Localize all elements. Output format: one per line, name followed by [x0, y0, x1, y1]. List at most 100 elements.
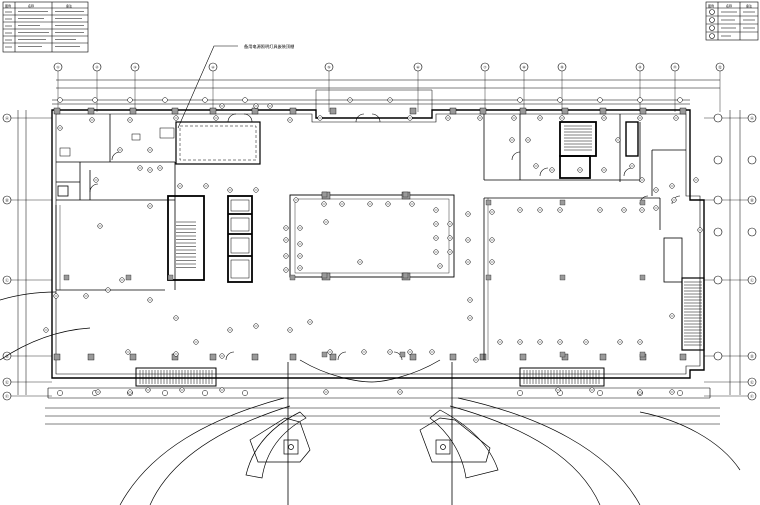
- light-fixture: [357, 259, 363, 265]
- column-post: [449, 107, 457, 115]
- axis-label-left: Ⓓ: [5, 353, 9, 358]
- light-fixture: [673, 115, 679, 121]
- light-fixture: [671, 197, 677, 203]
- light-fixture: [83, 293, 89, 299]
- colonnade-post: [202, 97, 208, 396]
- axis-bubble-right-inner: [713, 195, 723, 205]
- column-post: [599, 107, 607, 115]
- light-fixture: [669, 389, 675, 395]
- colonnade-top: [52, 99, 690, 105]
- legend-left-header-name: 名称: [28, 3, 34, 8]
- axis-label-right: Ⓓ: [750, 353, 754, 358]
- stair-core-left: [167, 195, 205, 281]
- light-fixture: [639, 177, 645, 183]
- light-fixture: [637, 389, 643, 395]
- light-fixture: [287, 117, 293, 123]
- axis-bubble-right: Ⓐ: [704, 113, 757, 123]
- axis-label-left: Ⓒ: [5, 277, 9, 282]
- light-fixture: [93, 177, 99, 183]
- ceiling-markers: [63, 191, 646, 358]
- axis-bubble-right: Ⓓ: [704, 351, 757, 361]
- axis-bubble-right: Ⓑ: [704, 195, 757, 205]
- column-post: [479, 353, 487, 361]
- axis-label-left: Ⓕ: [5, 393, 9, 398]
- light-fixture: [429, 349, 435, 355]
- light-fixture: [193, 339, 199, 345]
- light-fixture: [361, 349, 367, 355]
- stair-bottom-left-treads: [139, 370, 213, 384]
- light-fixture: [57, 125, 63, 131]
- column-post: [289, 353, 297, 361]
- light-fixture: [409, 201, 415, 207]
- axis-bubble-right: Ⓕ: [704, 391, 757, 401]
- axis-label-left: Ⓐ: [5, 115, 9, 120]
- column-post: [53, 107, 61, 115]
- light-fixture: [517, 207, 523, 213]
- colonnade-post: [242, 97, 248, 396]
- axis-bubble-top: ①: [53, 62, 63, 112]
- axis-bubble-top: ⑤: [324, 62, 334, 112]
- light-fixture: [297, 241, 303, 247]
- light-fixture: [367, 201, 373, 207]
- light-fixture: [287, 327, 293, 333]
- light-fixture: [511, 115, 517, 121]
- axis-bubble-left: Ⓕ: [2, 391, 52, 401]
- callout-label: 备用电源照明灯具嵌装顶棚: [244, 43, 294, 50]
- light-fixture: [173, 315, 179, 321]
- axis-bubble-top: ⑧: [519, 62, 529, 112]
- ceiling-marker: [167, 274, 174, 281]
- light-fixture: [559, 115, 565, 121]
- light-fixture: [489, 259, 495, 265]
- side-dimension-lines: [17, 110, 741, 395]
- axis-bubble-top: ④: [208, 62, 218, 112]
- light-fixture: [293, 197, 299, 203]
- light-fixture: [283, 253, 289, 259]
- light-fixture: [297, 253, 303, 259]
- colonnade-post: [597, 97, 603, 396]
- ceiling-marker: [559, 199, 566, 206]
- axis-label-top: ②: [95, 66, 98, 70]
- light-fixture: [669, 313, 675, 319]
- ceiling-marker: [485, 199, 492, 206]
- light-fixture: [397, 389, 403, 395]
- light-fixture: [105, 287, 111, 293]
- axis-label-top: ⑦: [483, 66, 486, 70]
- axis-label-top: ⑪: [673, 65, 677, 70]
- light-fixture: [283, 237, 289, 243]
- entrance-driveway: [0, 291, 741, 505]
- light-fixture: [637, 339, 643, 345]
- light-fixture: [219, 353, 225, 359]
- light-fixture: [157, 165, 163, 171]
- light-fixture: [227, 187, 233, 193]
- light-fixture: [253, 323, 259, 329]
- legend-right-header-code: 图例: [708, 3, 714, 8]
- column-post: [209, 353, 217, 361]
- light-fixture: [137, 165, 143, 171]
- column-post: [561, 107, 569, 115]
- stair-core-right-treads: [564, 125, 592, 151]
- legend-left-header-code: 图例: [5, 3, 11, 8]
- stair-bottom-left: [135, 367, 217, 387]
- light-fixture: [583, 339, 589, 345]
- light-fixture: [601, 115, 607, 121]
- axis-label-top: ⑧: [522, 66, 526, 70]
- axis-label-top: ⑩: [638, 66, 641, 70]
- light-fixture: [621, 207, 627, 213]
- light-fixture: [347, 97, 353, 103]
- column-post: [519, 353, 527, 361]
- axis-bubble-left: Ⓔ: [2, 377, 52, 387]
- light-fixture: [653, 187, 659, 193]
- ceiling-marker: [559, 274, 566, 281]
- column-post: [679, 353, 687, 361]
- light-fixture: [445, 115, 451, 121]
- light-fixture: [537, 339, 543, 345]
- axis-bubble-right-inner: [713, 351, 723, 361]
- light-fixture: [145, 387, 151, 393]
- callout-leader-line: [177, 45, 238, 129]
- light-fixture: [697, 227, 703, 233]
- light-fixture: [589, 387, 595, 393]
- legend-right-rows: [721, 11, 755, 37]
